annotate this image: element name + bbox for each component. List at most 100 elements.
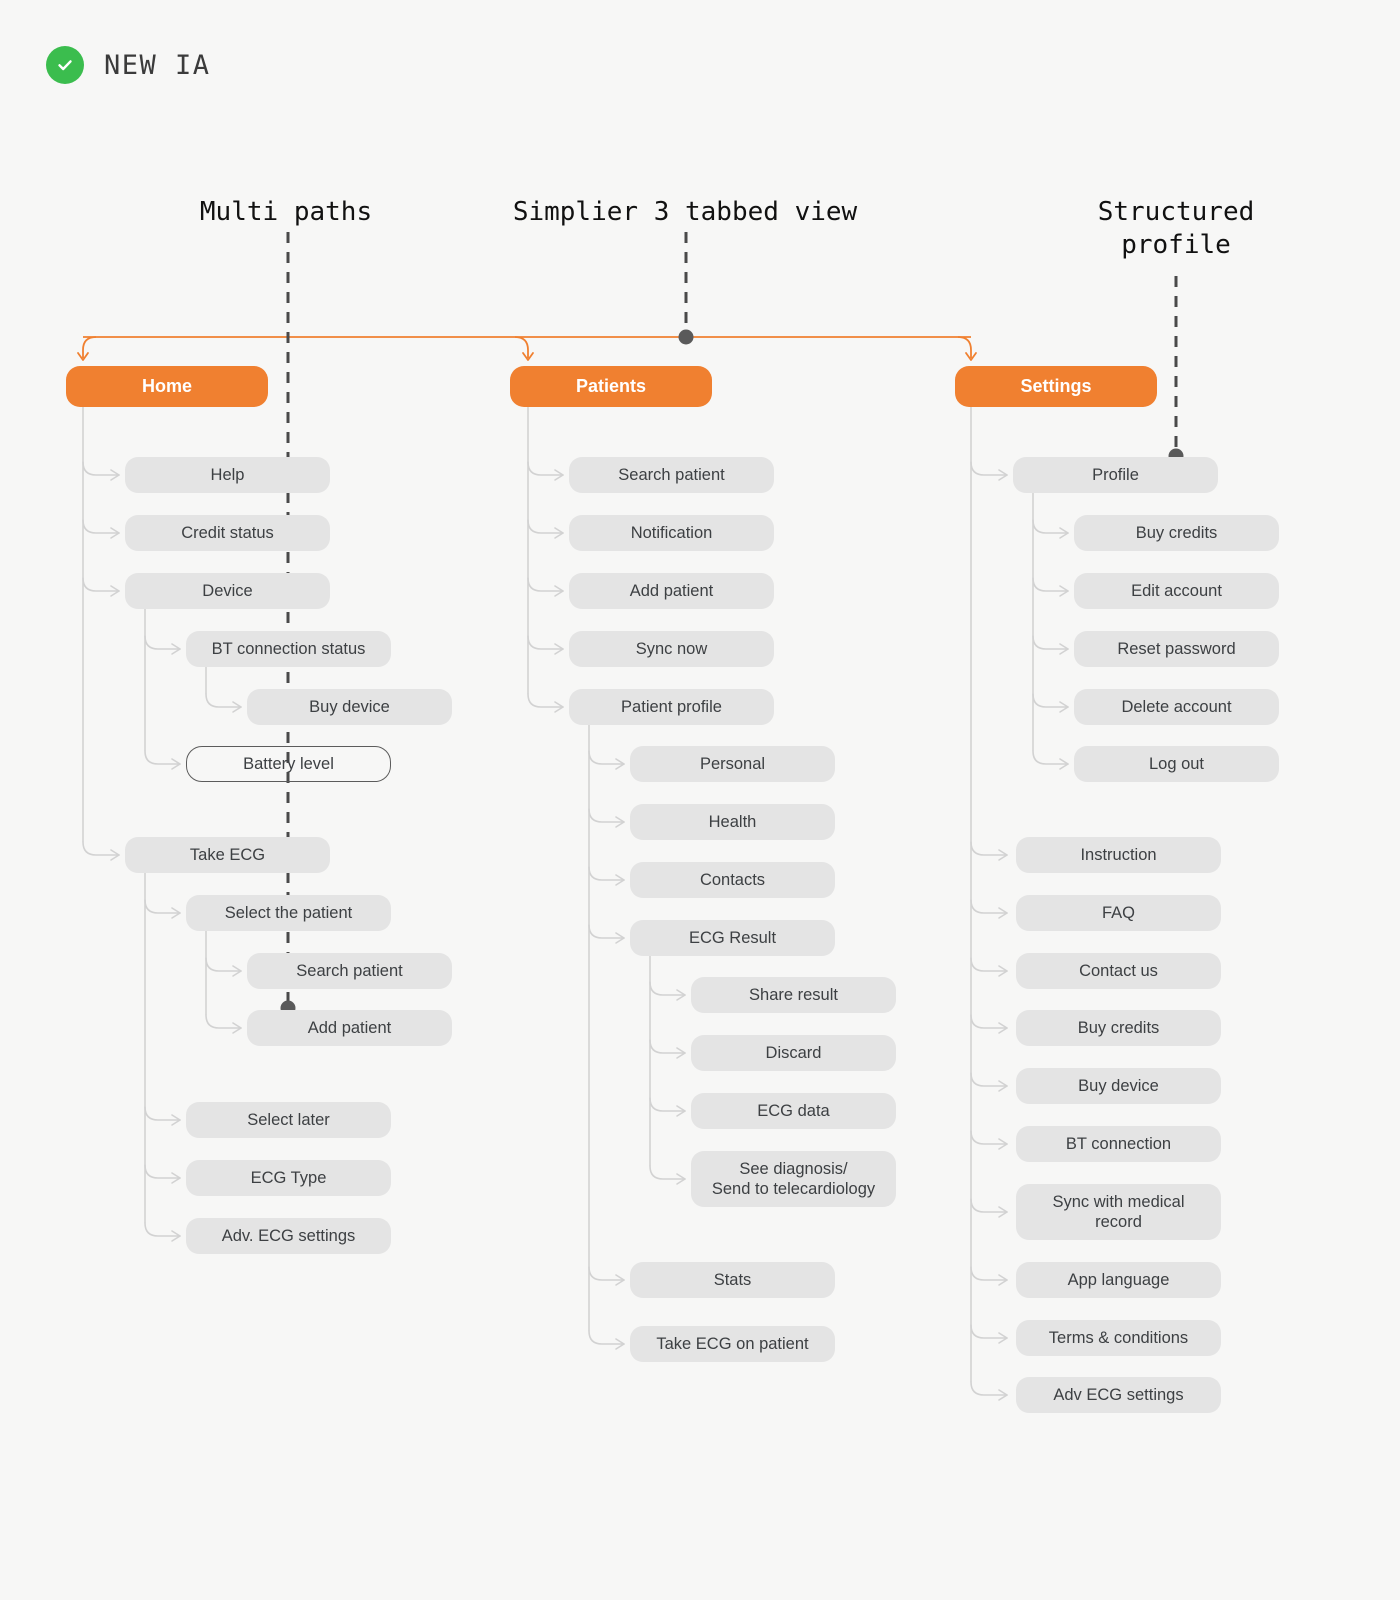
connector-elbow-6-5 [588, 1330, 625, 1345]
node-home-credit-status[interactable]: Credit status [125, 515, 330, 551]
node-settings-faq[interactable]: FAQ [1016, 895, 1221, 931]
node-home-select-the-patient[interactable]: Select the patient [186, 895, 391, 931]
node-settings-profile[interactable]: Profile [1013, 457, 1218, 493]
node-patients-see-diagnosis[interactable]: See diagnosis/ Send to telecardiology [691, 1151, 896, 1207]
connector-arrowhead-8-5 [998, 1080, 1008, 1092]
tab-patients[interactable]: Patients [510, 366, 712, 407]
node-home-select-later[interactable]: Select later [186, 1102, 391, 1138]
node-patients-search-patient[interactable]: Search patient [569, 457, 774, 493]
node-settings-edit-account[interactable]: Edit account [1074, 573, 1279, 609]
connector-arrowhead-5-1 [554, 527, 564, 539]
node-patients-discard[interactable]: Discard [691, 1035, 896, 1071]
new-ia-badge: NEW IA [46, 46, 211, 84]
connector-elbow-5-3 [527, 635, 564, 650]
node-home-take-ecg[interactable]: Take ECG [125, 837, 330, 873]
node-patients-notification[interactable]: Notification [569, 515, 774, 551]
node-settings-buy-credits[interactable]: Buy credits [1016, 1010, 1221, 1046]
connector-elbow-9-0 [1032, 519, 1069, 534]
node-patients-stats[interactable]: Stats [630, 1262, 835, 1298]
tab-home[interactable]: Home [66, 366, 268, 407]
node-patients-health[interactable]: Health [630, 804, 835, 840]
node-settings-sync-medical-record[interactable]: Sync with medical record [1016, 1184, 1221, 1240]
node-patients-share-result[interactable]: Share result [691, 977, 896, 1013]
connector-arrowhead-1-0 [171, 643, 181, 655]
node-home-battery-level[interactable]: Battery level [186, 746, 391, 782]
node-patients-patient-profile[interactable]: Patient profile [569, 689, 774, 725]
connector-elbow-6-0 [588, 750, 625, 765]
connector-arrowhead-8-9 [998, 1332, 1008, 1344]
node-home-help[interactable]: Help [125, 457, 330, 493]
connector-arrowhead-7-3 [676, 1173, 686, 1185]
connector-arrowhead-8-6 [998, 1138, 1008, 1150]
callout-simplier-tabbed: Simplier 3 tabbed view [512, 197, 858, 227]
node-patients-ecg-data[interactable]: ECG data [691, 1093, 896, 1129]
connector-elbow-8-6 [970, 1130, 1008, 1145]
node-settings-app-language[interactable]: App language [1016, 1262, 1221, 1298]
node-patients-personal[interactable]: Personal [630, 746, 835, 782]
connector-elbow-3-0 [144, 899, 181, 914]
node-settings-buy-credits-profile[interactable]: Buy credits [1074, 515, 1279, 551]
connector-elbow-3-2 [144, 1164, 181, 1179]
connector-arrowhead-0-0 [110, 469, 120, 481]
connector-elbow-4-0 [205, 957, 242, 972]
connector-arrowhead-9-4 [1059, 758, 1069, 770]
node-settings-bt-connection[interactable]: BT connection [1016, 1126, 1221, 1162]
orange-branch-home [82, 336, 97, 358]
node-patients-add-patient[interactable]: Add patient [569, 573, 774, 609]
connector-elbow-2-0 [205, 693, 242, 708]
node-settings-instruction[interactable]: Instruction [1016, 837, 1221, 873]
node-home-bt-connection-status[interactable]: BT connection status [186, 631, 391, 667]
connector-arrowhead-6-0 [615, 758, 625, 770]
connector-elbow-8-0 [970, 461, 1008, 476]
connector-elbow-8-2 [970, 899, 1008, 914]
connector-arrowhead-8-4 [998, 1022, 1008, 1034]
dashed-endpoint-dot-dash-tabbed-view [678, 329, 694, 345]
connector-arrowhead-8-3 [998, 965, 1008, 977]
connector-elbow-4-1 [205, 1014, 242, 1029]
connector-elbow-5-4 [527, 693, 564, 708]
new-ia-label: NEW IA [104, 49, 211, 81]
node-home-device[interactable]: Device [125, 573, 330, 609]
connector-elbow-7-0 [649, 981, 686, 996]
connector-elbow-8-10 [970, 1381, 1008, 1396]
node-patients-contacts[interactable]: Contacts [630, 862, 835, 898]
node-home-search-patient[interactable]: Search patient [247, 953, 452, 989]
connector-arrowhead-7-0 [676, 989, 686, 1001]
connector-arrowhead-8-7 [998, 1206, 1008, 1218]
node-settings-adv-ecg-settings[interactable]: Adv ECG settings [1016, 1377, 1221, 1413]
connector-elbow-7-1 [649, 1039, 686, 1054]
node-home-add-patient[interactable]: Add patient [247, 1010, 452, 1046]
connector-elbow-0-1 [82, 519, 120, 534]
connector-elbow-8-7 [970, 1198, 1008, 1213]
connector-arrowhead-6-3 [615, 932, 625, 944]
connector-elbow-0-3 [82, 841, 120, 856]
connector-arrowhead-2-0 [232, 701, 242, 713]
node-settings-reset-password[interactable]: Reset password [1074, 631, 1279, 667]
callout-multi-paths: Multi paths [199, 197, 373, 227]
node-settings-terms-conditions[interactable]: Terms & conditions [1016, 1320, 1221, 1356]
connector-arrowhead-8-10 [998, 1389, 1008, 1401]
tab-settings[interactable]: Settings [955, 366, 1157, 407]
connector-elbow-5-1 [527, 519, 564, 534]
node-home-ecg-type[interactable]: ECG Type [186, 1160, 391, 1196]
connector-elbow-6-4 [588, 1266, 625, 1281]
node-home-buy-device[interactable]: Buy device [247, 689, 452, 725]
node-home-adv-ecg-settings[interactable]: Adv. ECG settings [186, 1218, 391, 1254]
connector-arrowhead-0-2 [110, 585, 120, 597]
node-patients-take-ecg-on-patient[interactable]: Take ECG on patient [630, 1326, 835, 1362]
connector-elbow-3-3 [144, 1222, 181, 1237]
connector-elbow-0-2 [82, 577, 120, 592]
node-settings-contact-us[interactable]: Contact us [1016, 953, 1221, 989]
node-patients-sync-now[interactable]: Sync now [569, 631, 774, 667]
connector-arrowhead-6-5 [615, 1338, 625, 1350]
orange-arrowhead [965, 352, 977, 361]
connector-arrowhead-8-1 [998, 849, 1008, 861]
node-settings-buy-device[interactable]: Buy device [1016, 1068, 1221, 1104]
node-patients-ecg-result[interactable]: ECG Result [630, 920, 835, 956]
callout-structured-profile: Structured profile [1097, 197, 1255, 261]
node-settings-log-out[interactable]: Log out [1074, 746, 1279, 782]
connector-arrowhead-6-2 [615, 874, 625, 886]
node-settings-delete-account[interactable]: Delete account [1074, 689, 1279, 725]
connector-elbow-3-1 [144, 1106, 181, 1121]
